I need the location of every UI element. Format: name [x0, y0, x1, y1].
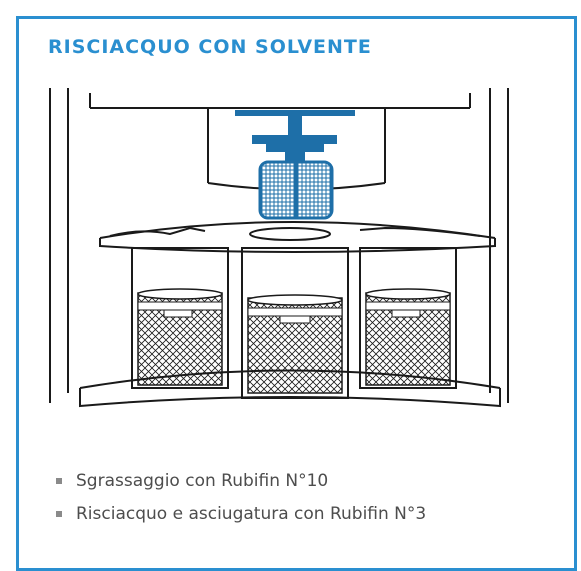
list-item: Sgrassaggio con Rubifin N°10	[56, 470, 426, 492]
cleaning-machine-illustration	[49, 88, 509, 408]
list-item-text: Sgrassaggio con Rubifin N°10	[76, 471, 329, 491]
bullet-icon	[56, 511, 62, 517]
beaker-center	[241, 247, 349, 399]
beaker-right	[359, 247, 457, 389]
machine-base	[79, 369, 501, 408]
bullet-icon	[56, 478, 62, 484]
machine-frame	[49, 88, 509, 403]
list-item: Risciacquo e asciugatura con Rubifin N°3	[56, 503, 426, 525]
list-item-text: Risciacquo e asciugatura con Rubifin N°3	[76, 504, 427, 524]
beaker-left	[131, 247, 229, 389]
rotor-assembly	[235, 110, 355, 220]
step-list: Sgrassaggio con Rubifin N°10 Risciacquo …	[56, 470, 426, 536]
card-title: RISCIACQUO CON SOLVENTE	[48, 36, 372, 58]
